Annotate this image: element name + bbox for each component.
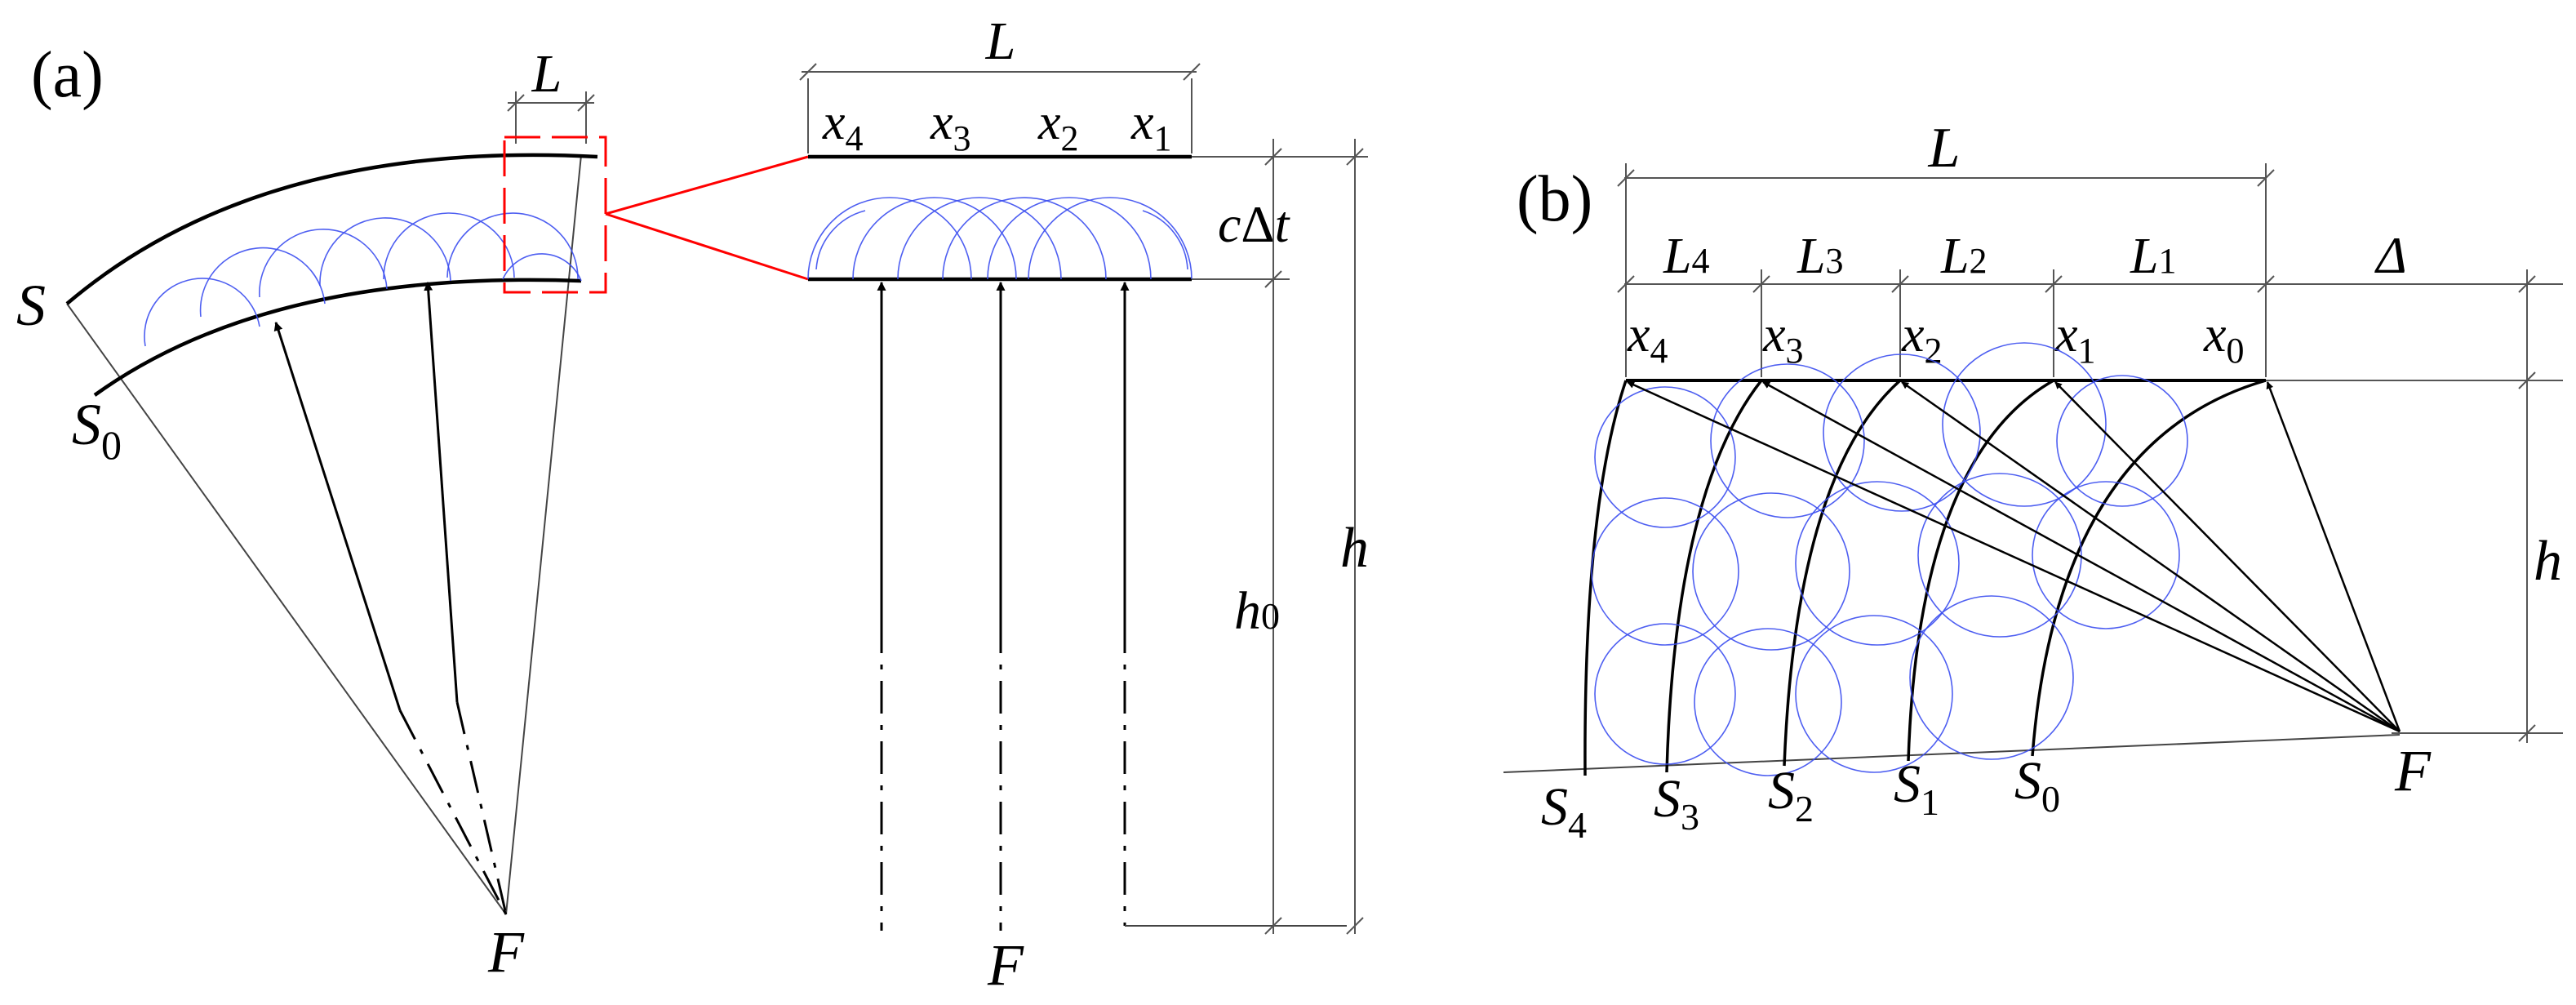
label-L3: L3 (1797, 229, 1843, 284)
huygens-wavelets-zoom (807, 197, 1193, 280)
label-h-b: h (2534, 530, 2562, 593)
ray-b-x0 (2266, 381, 2401, 732)
dim-tick (1264, 148, 1282, 166)
b-curve-s3 (1665, 379, 1763, 773)
label-x2-b: x2 (1901, 307, 1943, 371)
dim-tick (1346, 917, 1364, 935)
b-rays (1627, 380, 2401, 733)
dim-tick (1346, 148, 1364, 166)
panel-a-tag: (a) (31, 39, 104, 111)
b-ground-line (1503, 734, 2401, 773)
b-dim-tick (2518, 371, 2536, 389)
ray-a-left-dash (398, 709, 508, 915)
label-Delta: Δ (2374, 226, 2407, 284)
label-x4-a: x4 (822, 95, 864, 158)
arc-dim-tick (577, 94, 595, 112)
label-S0-b: S0 (2014, 751, 2060, 820)
label-h0: h0 (1234, 581, 1280, 641)
label-L2: L2 (1940, 229, 1987, 284)
panel-b-tag: (b) (1517, 163, 1592, 235)
label-x2-a: x2 (1037, 95, 1079, 158)
huygens-wavelets-left (144, 212, 582, 347)
wave-surface-s0 (93, 278, 582, 397)
b-curve-s0 (2031, 379, 2267, 757)
label-S1: S1 (1894, 754, 1939, 823)
zoom-line-top (605, 155, 809, 216)
label-S4: S4 (1541, 777, 1587, 846)
label-L-arc: L (531, 44, 562, 104)
label-S2: S2 (1768, 761, 1814, 829)
top-dim-tick (1183, 63, 1201, 81)
ray-b-x3 (1762, 380, 2401, 733)
panel-a: (a) L S (16, 11, 1369, 998)
label-F-b: F (2394, 738, 2432, 803)
label-L-top: L (985, 11, 1016, 71)
panel-b: (b) L L4 L3 L2 L1 Δ x4 x3 x2 x1 x0 (1503, 117, 2563, 846)
label-F-left: F (487, 919, 525, 985)
label-c-delta-t: cΔt (1218, 195, 1291, 253)
ray-a-mid (424, 281, 459, 703)
b-curve-s1 (1907, 379, 2054, 762)
b-curve-s2 (1783, 379, 1902, 767)
label-F-right: F (987, 932, 1024, 998)
zoom-line-bottom (605, 212, 809, 281)
arc-dim-tick (507, 94, 525, 112)
label-L4: L4 (1663, 229, 1709, 284)
label-L1: L1 (2130, 229, 2176, 284)
label-x4-b: x4 (1627, 307, 1668, 371)
ray-b-x1 (2054, 381, 2401, 732)
ray-a-mid-dash (455, 701, 508, 915)
ray-b-x2 (1901, 380, 2401, 733)
zoom-box (503, 136, 607, 294)
ray-b-x4 (1627, 380, 2401, 733)
edge-ray-left (66, 303, 507, 915)
label-x3-b: x3 (1762, 307, 1804, 371)
top-dim-tick (799, 63, 817, 81)
label-L-b: L (1928, 117, 1961, 180)
edge-ray-right (505, 154, 582, 915)
label-S3: S3 (1654, 769, 1699, 838)
ray-a-left (273, 321, 402, 711)
label-S: S (16, 273, 46, 338)
label-x3-a: x3 (930, 95, 971, 158)
dim-tick (1264, 917, 1282, 935)
label-x1-a: x1 (1130, 95, 1172, 158)
label-x0-b: x0 (2203, 307, 2245, 371)
b-curve-s4 (1583, 380, 1628, 776)
dim-tick (1264, 270, 1282, 288)
label-S0: S0 (72, 392, 122, 468)
label-x1-b: x1 (2054, 307, 2096, 371)
b-dim-tick (2518, 724, 2536, 742)
label-h-a: h (1340, 517, 1369, 580)
huygens-wavelets-b (1591, 342, 2188, 776)
